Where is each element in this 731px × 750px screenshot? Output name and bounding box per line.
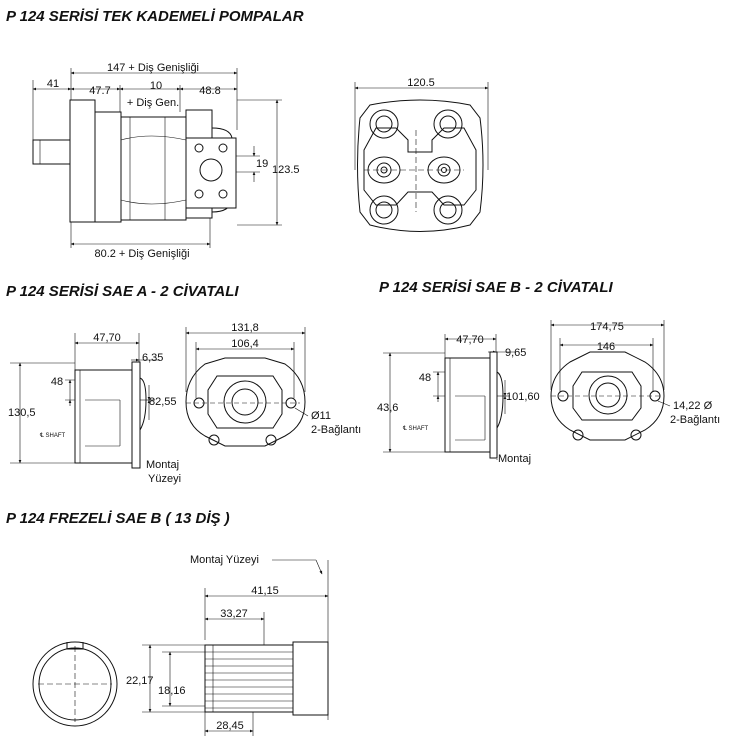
sae-a-d1: 47,70 <box>93 332 121 344</box>
sae-a-flange-inner: 106,4 <box>231 338 259 350</box>
spline-d3: 28,45 <box>216 720 244 732</box>
title-frezeli: P 124 FREZELİ SAE B ( 13 DİŞ ) <box>6 510 230 527</box>
sae-b-shaft-label: ℄ SHAFT <box>402 426 429 432</box>
spline-id: 18,16 <box>158 685 186 697</box>
dim-seg-mid-value: 10 <box>150 80 162 92</box>
spline-side-view <box>142 559 329 736</box>
sae-a-d3: 48 <box>51 376 63 388</box>
sae-b-front-view <box>550 320 671 441</box>
dim-port-offset: 19 <box>256 158 268 170</box>
sae-a-flange-outer: 131,8 <box>231 322 259 334</box>
sae-a-mount-l2: Yüzeyi <box>148 473 181 485</box>
pump-side-view <box>32 68 282 248</box>
sae-a-mount-l1: Montaj <box>146 459 179 471</box>
sae-b-d1: 47,70 <box>456 334 484 346</box>
spline-d2: 33,27 <box>220 608 248 620</box>
sae-b-flange-outer: 174,75 <box>590 321 624 333</box>
spline-d1: 41,15 <box>251 585 279 597</box>
dim-bottom: 80.2 + Diş Genişliği <box>94 248 189 260</box>
pump-front-view <box>354 82 489 232</box>
sae-a-shaft-label: ℄ SHAFT <box>39 433 66 439</box>
title-sae-a: P 124 SERİSİ SAE A - 2 CİVATALI <box>6 283 239 300</box>
sae-b-mount: Montaj <box>498 453 531 465</box>
sae-a-pilot: 82,55 <box>149 396 177 408</box>
sae-a-front-view <box>185 327 309 447</box>
sae-b-d3: 48 <box>419 372 431 384</box>
title-main: P 124 SERİSİ TEK KADEMELİ POMPALAR <box>6 8 304 25</box>
sae-a-hole-l1: Ø11 <box>311 410 331 422</box>
title-sae-b: P 124 SERİSİ SAE B - 2 CİVATALI <box>379 279 613 296</box>
sae-a-hole-l2: 2-Bağlantı <box>311 424 361 436</box>
dim-seg-mid-note: + Diş Gen. <box>127 97 179 109</box>
sae-b-d2: 9,65 <box>505 347 526 359</box>
dim-seg-b: 48.8 <box>199 85 220 97</box>
dim-left-shaft: 41 <box>47 78 59 90</box>
sae-a-side-view <box>10 333 160 470</box>
sae-b-flange-inner: 146 <box>597 341 615 353</box>
dim-seg-a: 47.7 <box>89 85 110 97</box>
dim-overall: 147 + Diş Genişliği <box>107 62 199 74</box>
spline-od: 22,17 <box>126 675 154 687</box>
sae-b-hole-l1: 14,22 Ø <box>673 400 713 412</box>
dim-height: 123.5 <box>272 164 300 176</box>
sae-a-height: 130,5 <box>8 407 36 419</box>
sae-b-pilot: 101,60 <box>506 391 540 403</box>
sae-b-height: 43,6 <box>377 402 398 414</box>
sae-b-hole-l2: 2-Bağlantı <box>670 414 720 426</box>
sae-b-side-view <box>383 334 516 460</box>
sae-a-d2: 6,35 <box>142 352 163 364</box>
spline-mount-face: Montaj Yüzeyi <box>190 554 259 566</box>
spline-end-view <box>32 641 118 727</box>
dim-front-width: 120.5 <box>407 77 435 89</box>
